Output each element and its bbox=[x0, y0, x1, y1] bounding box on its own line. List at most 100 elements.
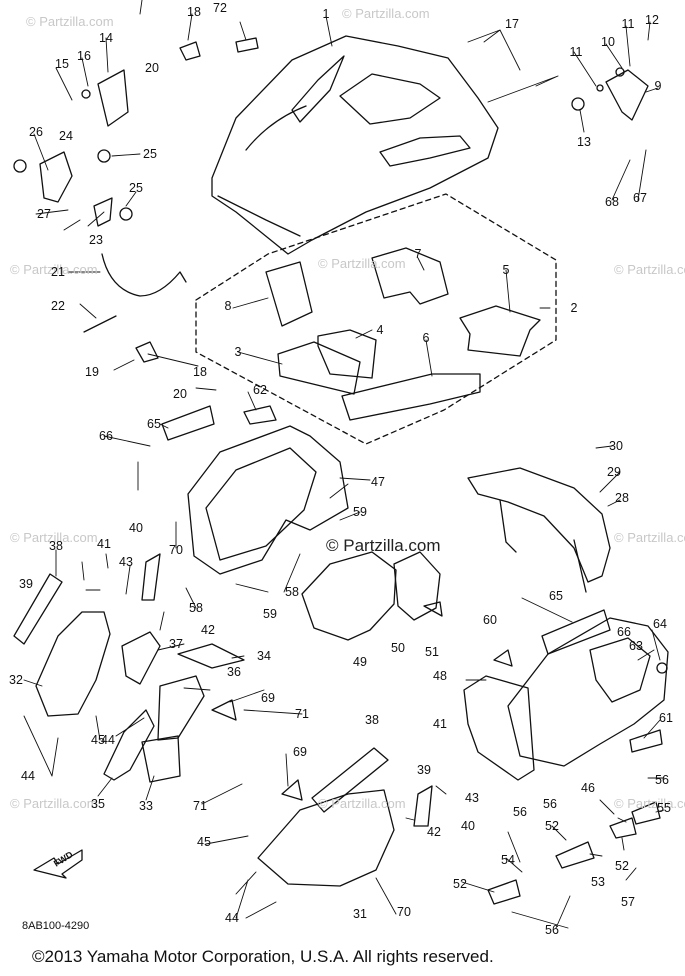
callout-label: 45 bbox=[197, 834, 211, 849]
callout-label: 49 bbox=[353, 654, 367, 669]
callout-label: 38 bbox=[49, 538, 63, 553]
callout-label: 56 bbox=[655, 772, 669, 787]
callout-label: 12 bbox=[645, 12, 659, 27]
callout-label: 17 bbox=[505, 16, 519, 31]
callout-label: 2 bbox=[570, 300, 578, 315]
callout-label: 8 bbox=[224, 298, 232, 313]
bracket-23 bbox=[93, 197, 113, 227]
callout-label: 14 bbox=[99, 30, 113, 45]
callout-label: 65 bbox=[147, 416, 161, 431]
callout-label: 39 bbox=[19, 576, 33, 591]
callout-label: 33 bbox=[139, 798, 153, 813]
callout-label: 36 bbox=[227, 664, 241, 679]
callout-label: 21 bbox=[51, 264, 65, 279]
callout-label: 29 bbox=[607, 464, 621, 479]
washer-11 bbox=[596, 84, 604, 92]
watermark: © Partzilla.com bbox=[614, 796, 685, 811]
bracket-62 bbox=[243, 405, 277, 425]
callout-label: 48 bbox=[433, 668, 447, 683]
leader-lines bbox=[23, 0, 665, 929]
callout-label: 67 bbox=[633, 190, 647, 205]
callout-label: 42 bbox=[427, 824, 441, 839]
callout-label: 7 bbox=[414, 246, 422, 261]
callout-label: 60 bbox=[483, 612, 497, 627]
frame-28 bbox=[467, 467, 611, 583]
frame-28-leg bbox=[499, 499, 587, 593]
clip-18a bbox=[179, 41, 201, 61]
bracket-65a bbox=[161, 405, 215, 441]
strip-38b bbox=[311, 747, 389, 813]
callout-label: 4 bbox=[376, 322, 384, 337]
callout-label: 18 bbox=[187, 4, 201, 19]
nut-26 bbox=[13, 159, 27, 173]
callout-label: 26 bbox=[29, 124, 43, 139]
nut-25a bbox=[97, 149, 111, 163]
callout-label: 69 bbox=[293, 744, 307, 759]
bracket-55 bbox=[631, 801, 661, 825]
bracket-52a bbox=[555, 841, 595, 869]
callout-label: 45 bbox=[91, 732, 105, 747]
callout-label: 52 bbox=[545, 818, 559, 833]
bracket-14 bbox=[97, 69, 129, 127]
bracket-69a bbox=[211, 699, 237, 721]
bracket-69b bbox=[281, 779, 303, 801]
callout-label: 51 bbox=[425, 644, 439, 659]
callout-label: 63 bbox=[629, 638, 643, 653]
pad-4 bbox=[317, 329, 377, 379]
callout-label: 65 bbox=[549, 588, 563, 603]
callout-label: 68 bbox=[605, 194, 619, 209]
copyright-notice: ©2013 Yamaha Motor Corporation, U.S.A. A… bbox=[32, 947, 494, 966]
lower-cowl-47-inner bbox=[205, 447, 317, 561]
callout-label: 34 bbox=[257, 648, 271, 663]
callout-label: 71 bbox=[193, 798, 207, 813]
callout-label: 13 bbox=[577, 134, 591, 149]
side-panel-49 bbox=[301, 551, 397, 641]
callout-label: 46 bbox=[581, 780, 595, 795]
callout-label: 71 bbox=[295, 706, 309, 721]
panel-34 bbox=[177, 643, 245, 669]
panel-36 bbox=[157, 675, 205, 741]
callout-label: 25 bbox=[143, 146, 157, 161]
callout-label: 40 bbox=[129, 520, 143, 535]
callout-label: 28 bbox=[615, 490, 629, 505]
callout-label: 56 bbox=[545, 922, 559, 937]
bracket-24 bbox=[39, 151, 73, 203]
grommet-16 bbox=[81, 89, 91, 99]
callout-label: 9 bbox=[654, 78, 662, 93]
bracket-52c bbox=[609, 817, 637, 839]
bracket-33 bbox=[141, 735, 181, 783]
callout-label: 5 bbox=[502, 262, 510, 277]
pad-7 bbox=[371, 247, 449, 305]
callout-label: 44 bbox=[101, 732, 115, 747]
decal-72 bbox=[235, 37, 259, 53]
callout-label: 44 bbox=[225, 910, 239, 925]
callout-label: 38 bbox=[365, 712, 379, 727]
callout-label: 25 bbox=[129, 180, 143, 195]
callout-label: 42 bbox=[201, 622, 215, 637]
callout-label: 41 bbox=[433, 716, 447, 731]
callout-label: 43 bbox=[119, 554, 133, 569]
callout-label: 53 bbox=[591, 874, 605, 889]
callout-label: 47 bbox=[371, 474, 385, 489]
callout-label: 44 bbox=[21, 768, 35, 783]
left-cowl-32 bbox=[35, 611, 111, 717]
side-panel-50 bbox=[393, 551, 441, 621]
callout-label: 66 bbox=[617, 624, 631, 639]
watermark: © Partzilla.com bbox=[10, 796, 98, 811]
callout-label: 56 bbox=[543, 796, 557, 811]
watermark: © Partzilla.com bbox=[318, 256, 406, 271]
callout-label: 72 bbox=[213, 0, 227, 15]
bracket-52b bbox=[487, 879, 521, 905]
bracket-60 bbox=[493, 649, 513, 667]
watermark: © Partzilla.com bbox=[26, 14, 114, 29]
callout-label: 31 bbox=[353, 906, 367, 921]
bracket-65b bbox=[541, 609, 611, 655]
callout-label: 58 bbox=[285, 584, 299, 599]
watermark: © Partzilla.com bbox=[342, 6, 430, 21]
pad-8 bbox=[265, 261, 313, 327]
callout-label: 30 bbox=[609, 438, 623, 453]
callout-label: 70 bbox=[169, 542, 183, 557]
belly-pan-46-detail bbox=[589, 637, 651, 703]
callout-label: 40 bbox=[461, 818, 475, 833]
